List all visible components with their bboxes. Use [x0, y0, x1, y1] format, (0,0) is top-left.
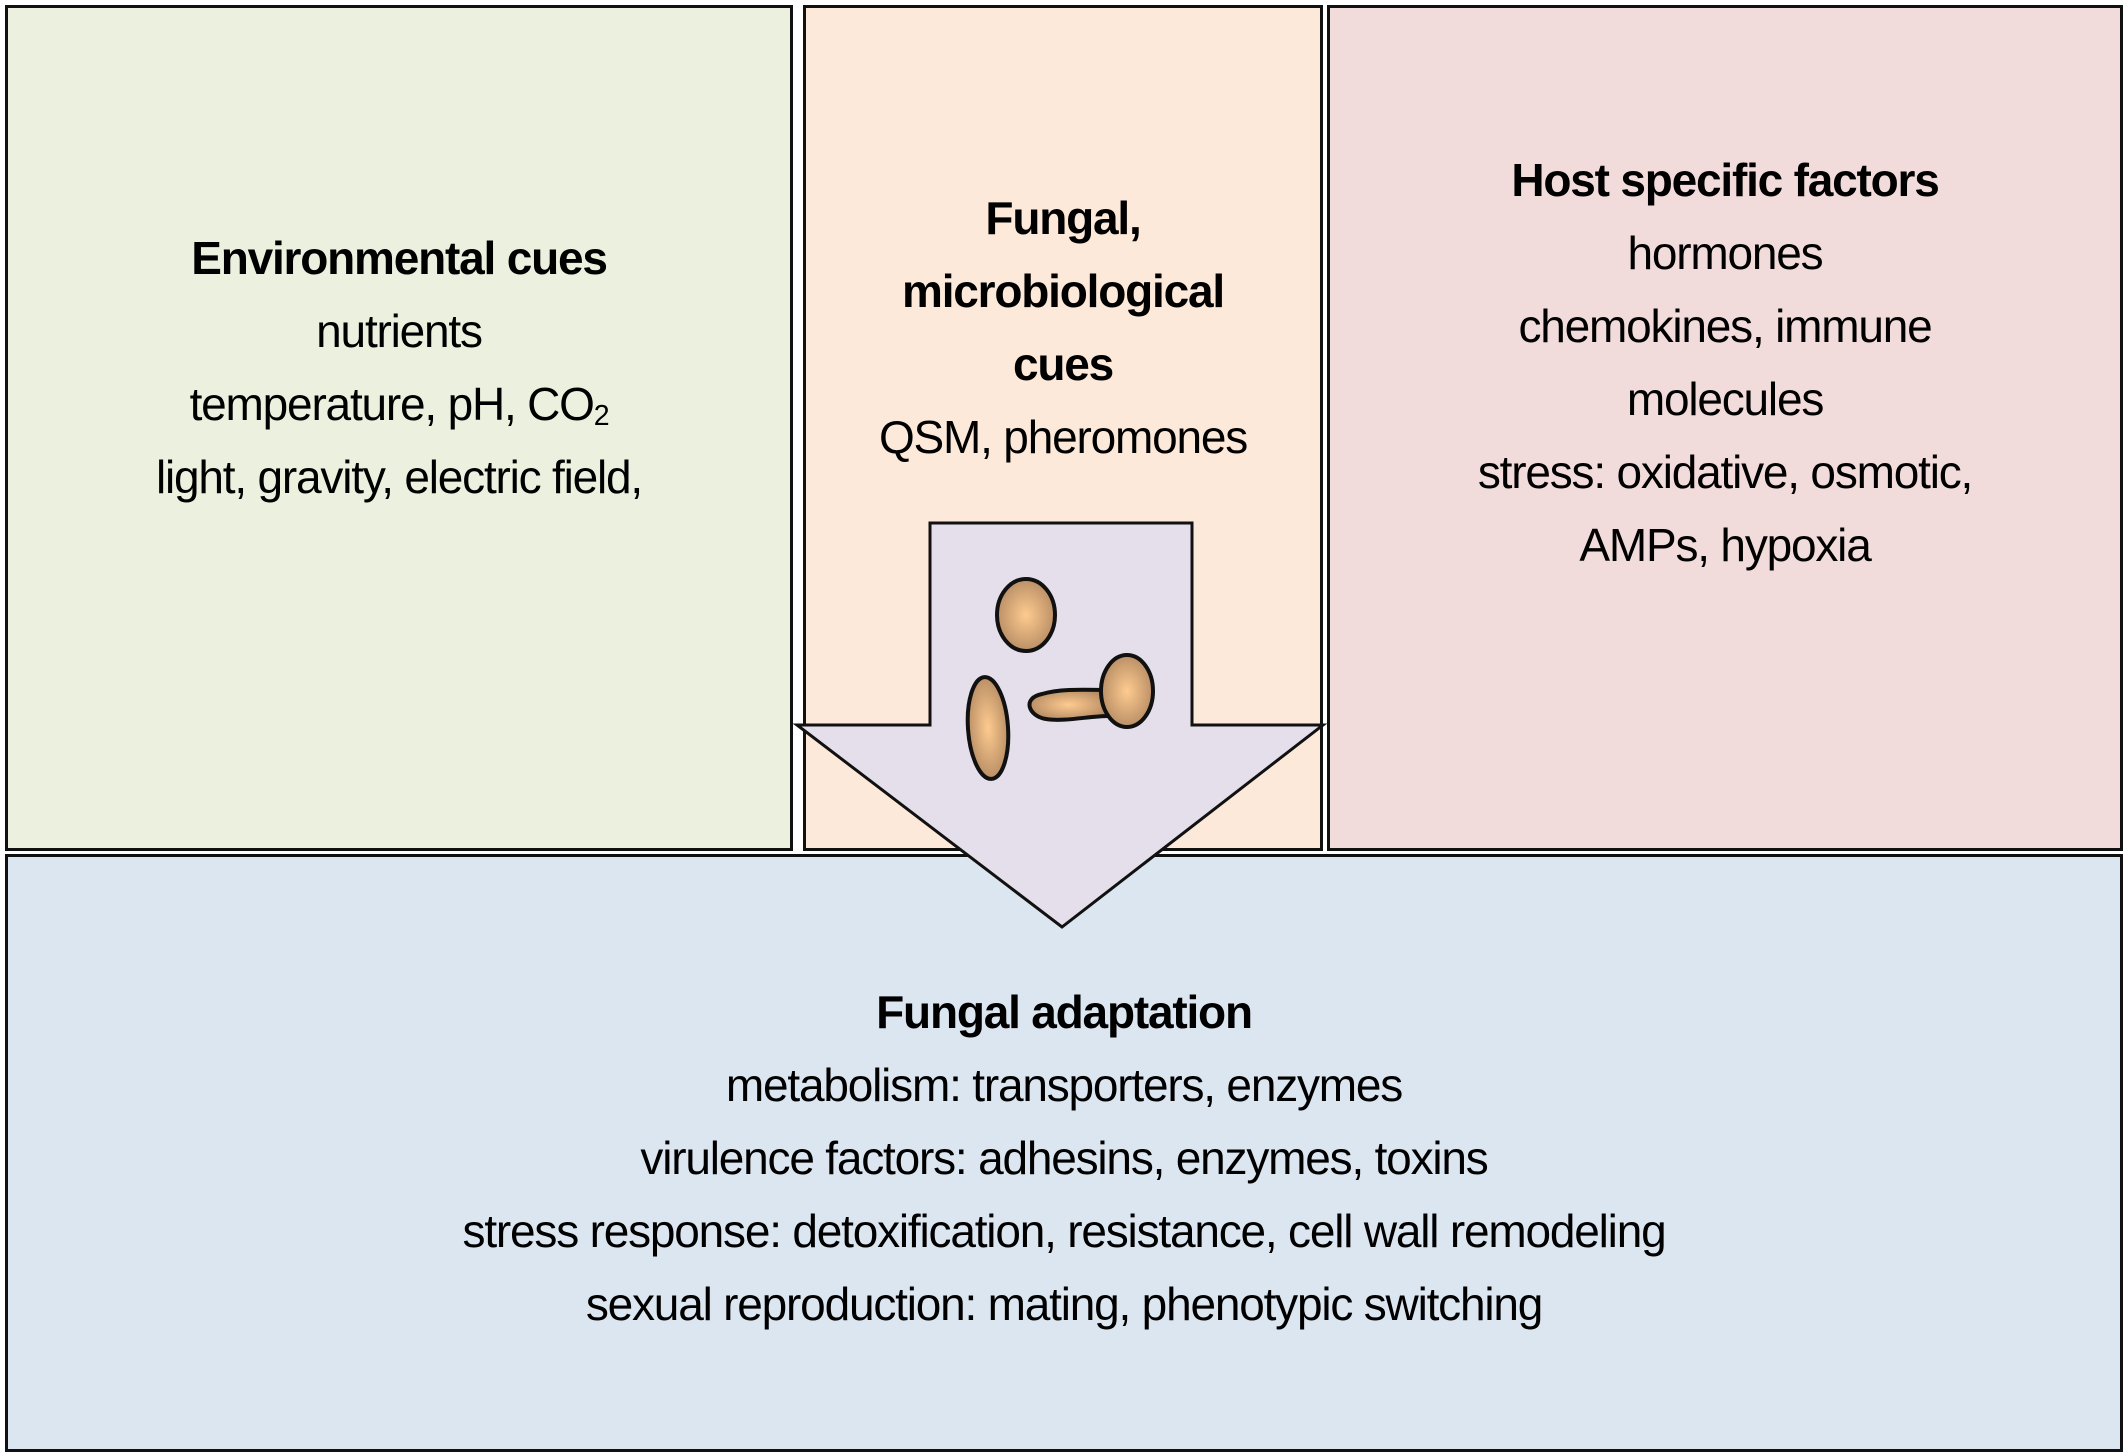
- adaptation-line-virulence: virulence factors: adhesins, enzymes, to…: [640, 1132, 1488, 1184]
- host-factor-line: hormones: [1627, 227, 1824, 279]
- environmental-cue-temperature-ph-co2: temperature, pH, CO2: [8, 368, 790, 441]
- co2-subscript: 2: [593, 400, 610, 433]
- host-factors-panel: Host specific factors hormones chemokine…: [1327, 5, 2123, 851]
- adaptation-line-sexual-reproduction: sexual reproduction: mating, phenotypic …: [585, 1278, 1544, 1330]
- environmental-cue-nutrients: nutrients: [316, 305, 483, 357]
- environmental-cue-physical: light, gravity, electric field,: [155, 451, 643, 503]
- fungal-adaptation-title: Fungal adaptation: [876, 986, 1253, 1038]
- adaptation-line-stress-response: stress response: detoxification, resista…: [462, 1205, 1667, 1257]
- down-arrow-icon: [792, 521, 1328, 929]
- fungal-adaptation-panel: Fungal adaptation metabolism: transporte…: [5, 854, 2123, 1452]
- fungal-cues-title-line: cues: [1012, 338, 1114, 390]
- host-factor-line: molecules: [1626, 373, 1824, 425]
- fungal-cues-title-line: Fungal,: [985, 192, 1141, 244]
- fungal-cue-qsm-pheromones: QSM, pheromones: [878, 411, 1248, 463]
- host-factors-title: Host specific factors: [1511, 154, 1939, 206]
- host-factor-line: chemokines, immune: [1518, 300, 1932, 352]
- environmental-cue-text: temperature, pH, CO: [189, 378, 595, 430]
- fungal-cues-title-line: microbiological: [902, 265, 1225, 317]
- environmental-cues-title: Environmental cues: [191, 232, 608, 284]
- environmental-cues-panel: Environmental cues nutrients temperature…: [5, 5, 793, 851]
- adaptation-line-metabolism: metabolism: transporters, enzymes: [725, 1059, 1403, 1111]
- host-factor-line: stress: oxidative, osmotic,: [1477, 446, 1973, 498]
- host-factor-line: AMPs, hypoxia: [1579, 519, 1871, 571]
